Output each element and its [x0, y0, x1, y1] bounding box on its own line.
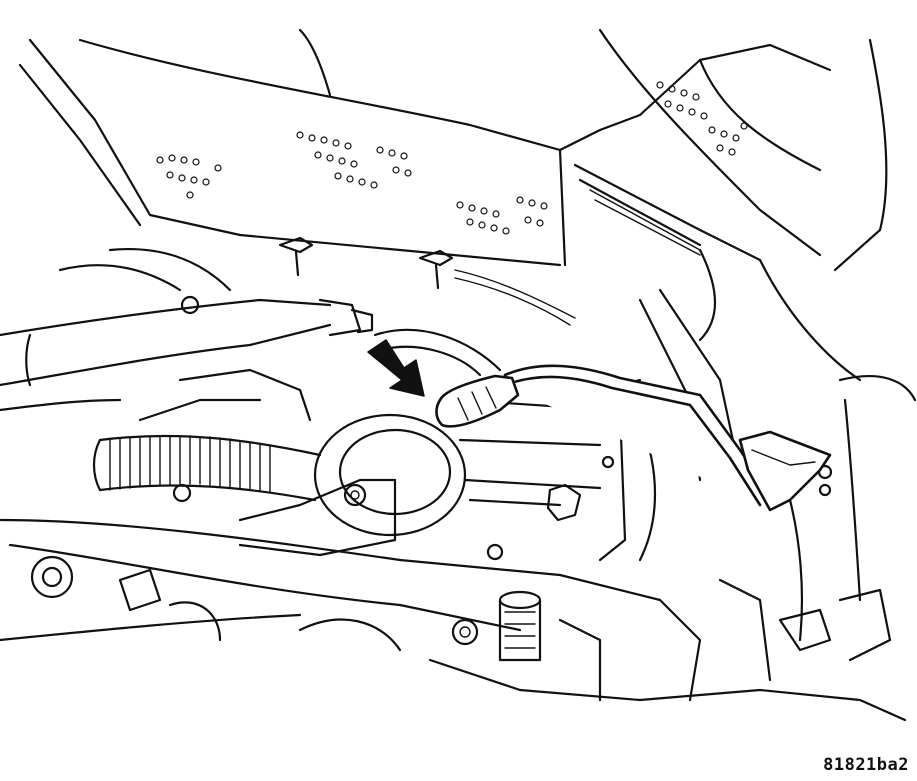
figure-id-label: 81821ba2 — [823, 755, 909, 775]
oxygen-sensor-harness — [435, 364, 832, 512]
mounting-studs — [278, 236, 576, 326]
center-housing — [138, 295, 504, 561]
left-hoses — [0, 248, 374, 412]
pointer-arrow — [367, 339, 425, 397]
panel-dimples — [156, 81, 748, 235]
upper-body-panel — [18, 28, 888, 272]
corrugated-tube — [92, 434, 322, 502]
lower-frame — [0, 464, 907, 722]
